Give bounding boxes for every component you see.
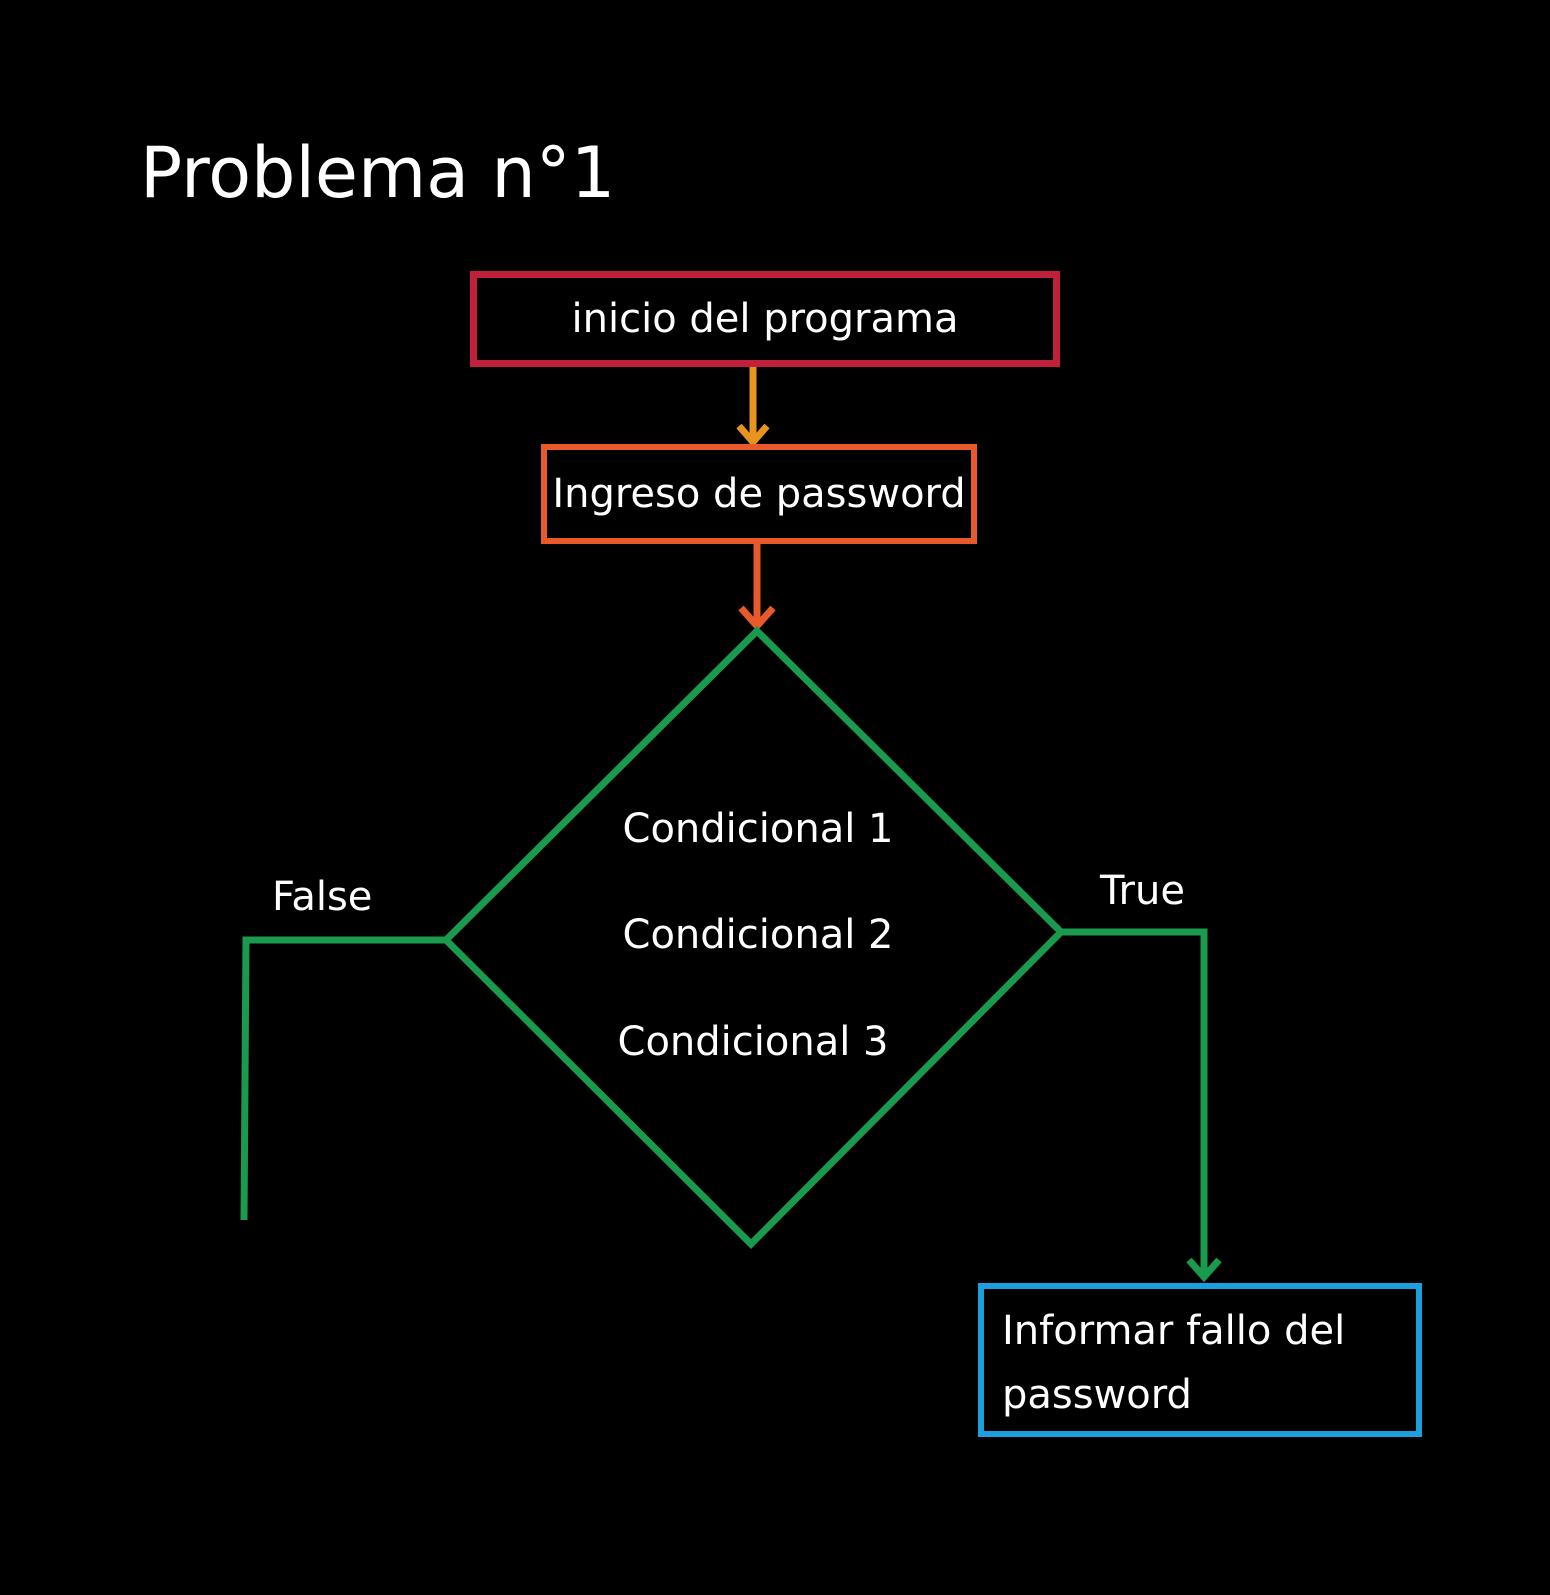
- input-node: Ingreso de password: [541, 444, 977, 544]
- diagram-title: Problema n°1: [140, 132, 616, 214]
- arrowhead-start-to-input: [736, 423, 770, 448]
- decision-condition-2: Condicional 2: [622, 912, 894, 958]
- start-node: inicio del programa: [470, 271, 1060, 367]
- arrowhead-input-to-decision: [738, 605, 776, 632]
- decision-condition-1: Condicional 1: [622, 806, 894, 852]
- false-branch-label: False: [272, 874, 373, 920]
- false-branch-line: [240, 936, 446, 1221]
- input-node-label: Ingreso de password: [552, 471, 966, 517]
- true-branch-label: True: [1100, 868, 1185, 914]
- fail-node: Informar fallo del password: [978, 1283, 1422, 1437]
- decision-condition-3: Condicional 3: [617, 1019, 889, 1065]
- start-node-label: inicio del programa: [571, 296, 959, 342]
- true-branch-line: [1061, 928, 1208, 1276]
- arrowhead-true-to-fail: [1186, 1257, 1222, 1283]
- decision-diamond: [441, 626, 1066, 1249]
- fail-node-label: Informar fallo del password: [1002, 1308, 1346, 1418]
